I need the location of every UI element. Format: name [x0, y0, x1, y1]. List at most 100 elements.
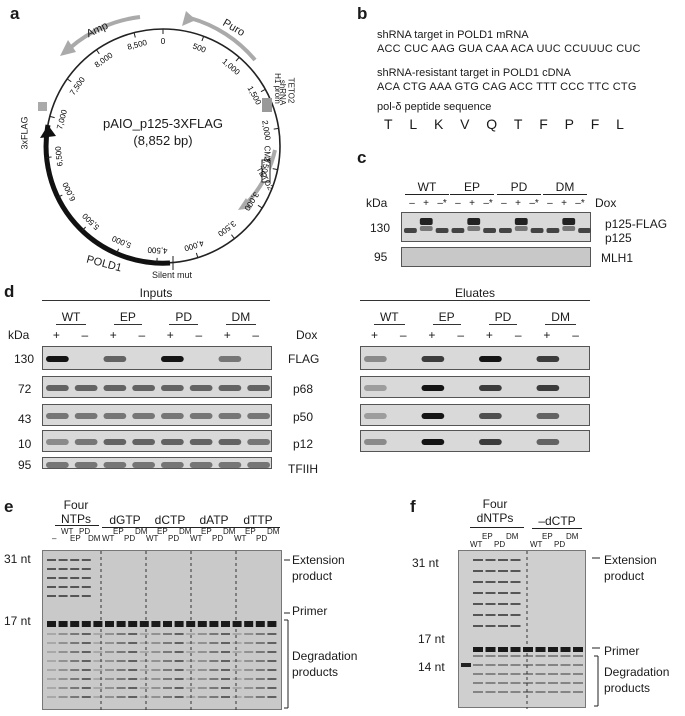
d-row-p12: p12 [293, 437, 313, 451]
d-input-dox: +–+–+–+– [42, 328, 270, 342]
e-header-datp: dATP [192, 513, 236, 528]
blot-band [219, 462, 242, 468]
primer-band [221, 621, 230, 627]
peptide-aa: L [409, 116, 417, 132]
d-dox-mark: + [53, 328, 60, 342]
d-dox-mark: – [457, 328, 464, 342]
c-dox-mark: –* [483, 198, 492, 209]
e-sublane-label: EP [157, 527, 168, 536]
primer-band [47, 621, 56, 627]
primer-band [59, 621, 68, 627]
e-header-dgtp: dGTP [102, 513, 148, 528]
tick-mark [258, 205, 262, 208]
blot-band [132, 385, 155, 391]
teto2-label-a: TETO2 [286, 78, 295, 104]
c-group-ep: EP [450, 180, 494, 195]
band-flag [562, 218, 575, 225]
blot-band [46, 439, 69, 445]
primer-band [163, 621, 172, 627]
primer-band [82, 621, 91, 627]
blot-band [46, 413, 69, 419]
band-p125 [436, 228, 449, 233]
f-sublane-label: DM [566, 532, 578, 541]
d-row-flag: FLAG [288, 352, 319, 366]
f-gel [458, 550, 586, 708]
blot-band [479, 385, 502, 391]
primer-band [233, 621, 242, 627]
d-mw-10: 10 [18, 437, 31, 451]
d-dox-mark: – [195, 328, 202, 342]
c-group-pd: PD [497, 180, 541, 195]
d-row-p50: p50 [293, 410, 313, 424]
flag-label: 3xFLAG [20, 116, 30, 149]
d-input-blot [42, 404, 272, 426]
tick-mark [274, 128, 279, 129]
d-mw-43: 43 [18, 412, 31, 426]
band-p125 [547, 228, 560, 233]
c-dox-marks: –+–*–+–*–+–*–+–* [405, 198, 589, 209]
e-header-dttp: dTTP [236, 513, 280, 528]
tick-label: 8,000 [93, 50, 115, 69]
cmv-label: CMV [262, 146, 271, 164]
peptide-aa: P [565, 116, 574, 132]
c-blot-mlh1 [401, 247, 591, 267]
primer-band [198, 621, 207, 627]
blot-band [479, 413, 502, 419]
tick-mark [261, 89, 265, 91]
e-degradation-label: Degradation products [292, 648, 372, 680]
f-marker-14: 14 nt [418, 660, 445, 674]
c-dox-mark: –* [575, 198, 584, 209]
f-degradation-label: Degradation products [604, 664, 684, 696]
tick-label: 7,000 [55, 108, 69, 130]
plasmid-size: (8,852 bp) [96, 133, 230, 148]
primer-band [511, 647, 521, 652]
c-dox-mark: – [501, 198, 507, 209]
d-dox-mark: + [486, 328, 493, 342]
blot-band [247, 439, 270, 445]
f-sublane-label: PD [554, 540, 565, 549]
tick-label: 6,000 [60, 180, 77, 202]
e-sublane-label: EP [201, 527, 212, 536]
tick-label: 5,000 [110, 234, 132, 250]
blot-band [161, 356, 184, 362]
c-dox-mark: –* [529, 198, 538, 209]
f-sublane-label: WT [530, 540, 542, 549]
d-group-label: EP [114, 310, 142, 325]
blot-band [190, 413, 213, 419]
f-header-minus-dctp: –dCTP [532, 514, 582, 529]
pold1-arrowhead [40, 125, 56, 138]
tick-mark [96, 50, 99, 54]
c-band-p125flag: p125-FLAG [605, 217, 667, 231]
panel-d-label: d [4, 282, 14, 302]
primer-band [486, 647, 496, 652]
d-group-label: PD [489, 310, 518, 325]
c-dox-mark: – [547, 198, 553, 209]
primer-band [523, 647, 533, 652]
e-sublane-label: PD [168, 534, 179, 543]
peptide-aa: T [384, 116, 393, 132]
blot-band [132, 439, 155, 445]
blot-band [364, 439, 387, 445]
d-eluate-blot [360, 430, 590, 452]
f-sublane-label: WT [470, 540, 482, 549]
f-sublane-label: EP [482, 532, 493, 541]
blot-band [75, 462, 98, 468]
tick-label: 1,000 [221, 57, 242, 77]
e-gel [42, 550, 282, 710]
d-input-blot [42, 457, 272, 469]
e-sublane-label: PD [212, 534, 223, 543]
blot-band [161, 385, 184, 391]
blot-band [364, 356, 387, 362]
blot-band [190, 462, 213, 468]
blot-band [104, 439, 127, 445]
blot-band [422, 385, 445, 391]
d-row-p68: p68 [293, 382, 313, 396]
e-primer-label: Primer [292, 604, 327, 618]
c-dox-mark: + [561, 198, 567, 209]
blot-band [364, 385, 387, 391]
d-eluate-blot [360, 346, 590, 370]
band-p125 [467, 226, 480, 231]
f-header-four-dntps: Four dNTPs [466, 497, 524, 525]
